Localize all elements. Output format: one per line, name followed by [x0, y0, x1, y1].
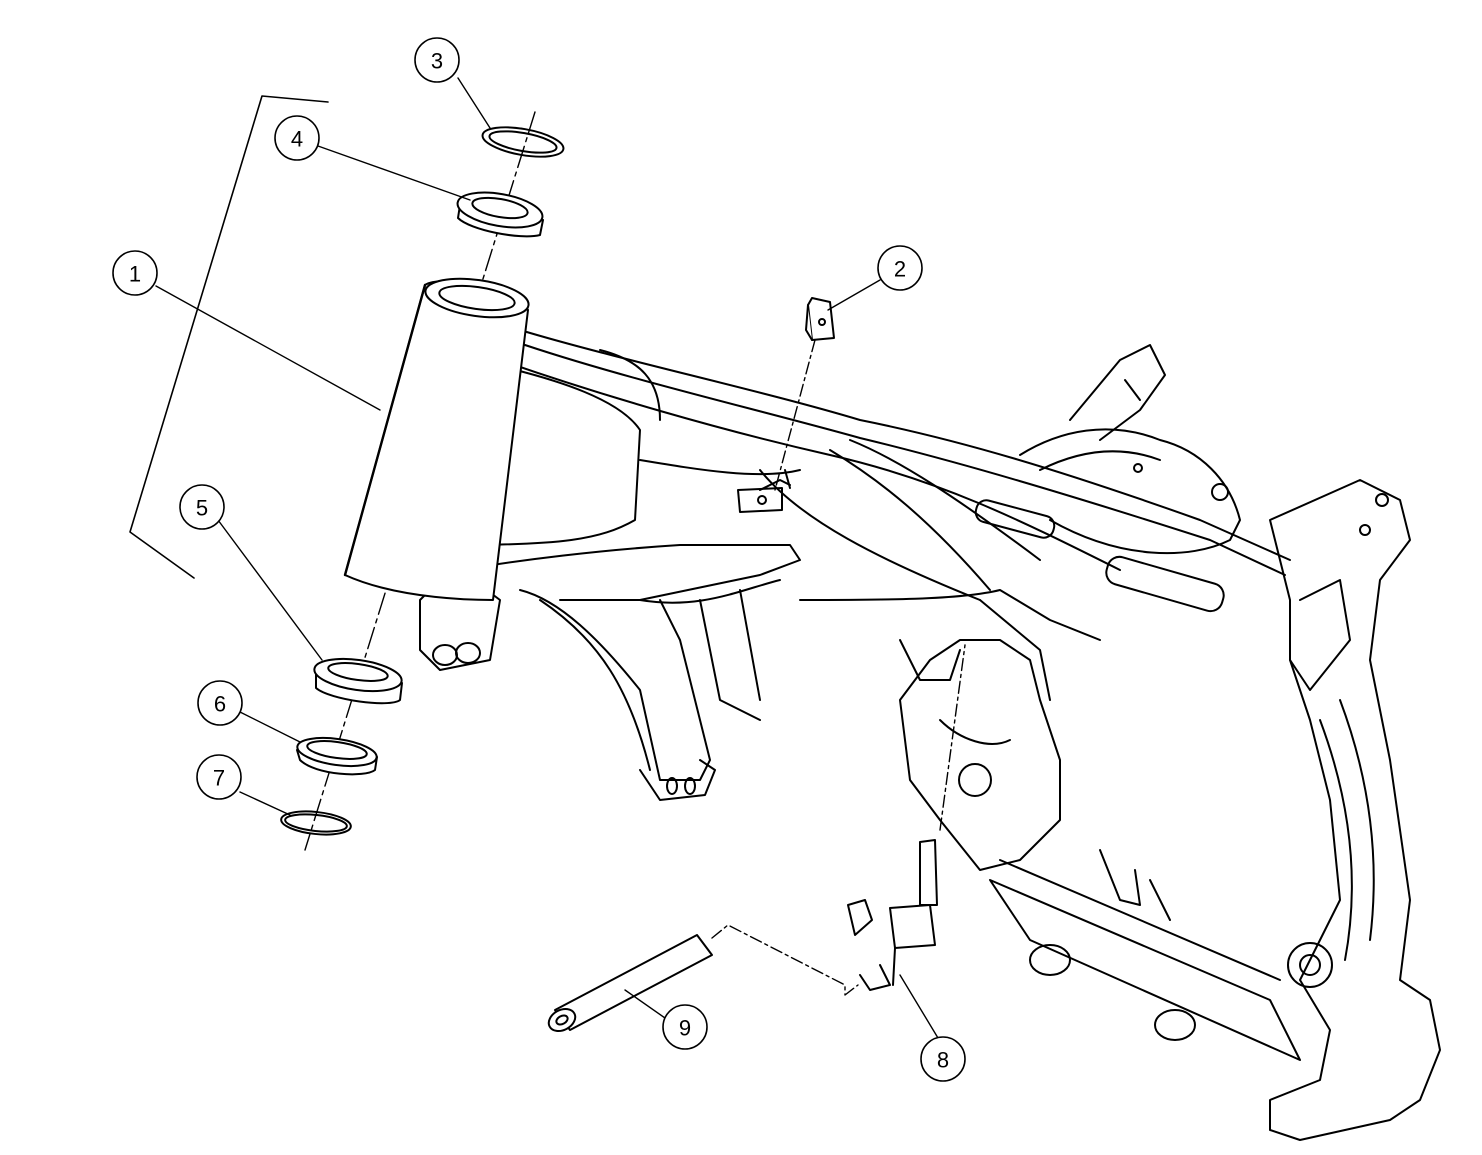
callout-2-label: 2 [894, 257, 906, 282]
o-ring [280, 808, 352, 837]
callout-7: 7 [196, 754, 242, 800]
stud-install-line [939, 644, 966, 831]
callout-3: 3 [414, 37, 460, 83]
leader-lines [155, 77, 939, 1039]
callout-3-label: 3 [431, 49, 443, 74]
callout-2: 2 [877, 245, 923, 291]
lower-bearing [312, 654, 403, 703]
upper-bearing [455, 187, 545, 237]
pin [545, 935, 712, 1035]
callout-9: 9 [662, 1004, 708, 1050]
callout-5-label: 5 [196, 496, 208, 521]
head-tube [345, 273, 531, 600]
clip-install-line [774, 339, 816, 491]
pin-install-line [711, 924, 859, 996]
callout-1: 1 [112, 250, 158, 296]
mount-stud [848, 840, 937, 990]
callout-7-label: 7 [213, 766, 225, 791]
main-frame [420, 330, 1440, 1140]
callout-4-label: 4 [291, 127, 303, 152]
group-bracket [129, 95, 329, 579]
lower-race-seal [296, 734, 379, 775]
callout-8-label: 8 [937, 1048, 949, 1073]
callout-6: 6 [197, 680, 243, 726]
callout-9-label: 9 [679, 1016, 691, 1041]
dust-seal-ring [480, 122, 565, 162]
callout-4: 4 [274, 115, 320, 161]
nut-clip [806, 298, 834, 340]
callout-6-label: 6 [214, 692, 226, 717]
callout-8: 8 [920, 1036, 966, 1082]
callout-1-label: 1 [129, 262, 141, 287]
callout-5: 5 [179, 484, 225, 530]
